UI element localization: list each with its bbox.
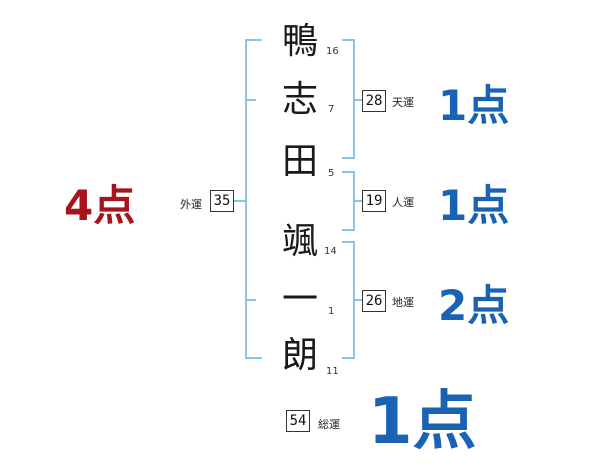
stroke-count-1: 16 (326, 46, 339, 57)
tenkaku-label: 天運 (392, 96, 414, 109)
stroke-count-2: 7 (328, 104, 335, 115)
chikaku-value-box: 26 (362, 290, 386, 312)
name-char-2: 志 (281, 79, 318, 120)
chikaku-bracket (342, 241, 355, 359)
stroke-count-4: 14 (324, 246, 337, 257)
name-char-5: 一 (281, 279, 318, 320)
gaikaku-label: 外運 (180, 198, 202, 211)
gaikaku-value-box: 35 (210, 190, 234, 212)
soukaku-value-box: 54 (286, 410, 310, 432)
name-char-6: 朗 (281, 335, 318, 376)
tenkaku-bracket (342, 39, 355, 159)
stroke-count-6: 11 (326, 366, 339, 377)
name-char-4: 颯 (281, 221, 318, 262)
soukaku-label: 総運 (318, 418, 340, 431)
soukaku-score: 1点 (368, 385, 477, 459)
gaikaku-bracket (245, 39, 262, 359)
tenkaku-score: 1点 (438, 81, 510, 130)
jinkaku-label: 人運 (392, 196, 414, 209)
jinkaku-bracket (342, 171, 355, 231)
tenkaku-value-box: 28 (362, 90, 386, 112)
chikaku-score: 2点 (438, 281, 510, 330)
jinkaku-value-box: 19 (362, 190, 386, 212)
name-char-1: 鴨 (281, 21, 318, 62)
stroke-count-3: 5 (328, 168, 335, 179)
name-char-3: 田 (281, 141, 318, 182)
gaikaku-score: 4点 (64, 181, 136, 230)
chikaku-label: 地運 (392, 296, 414, 309)
jinkaku-score: 1点 (438, 181, 510, 230)
stroke-count-5: 1 (328, 306, 335, 317)
